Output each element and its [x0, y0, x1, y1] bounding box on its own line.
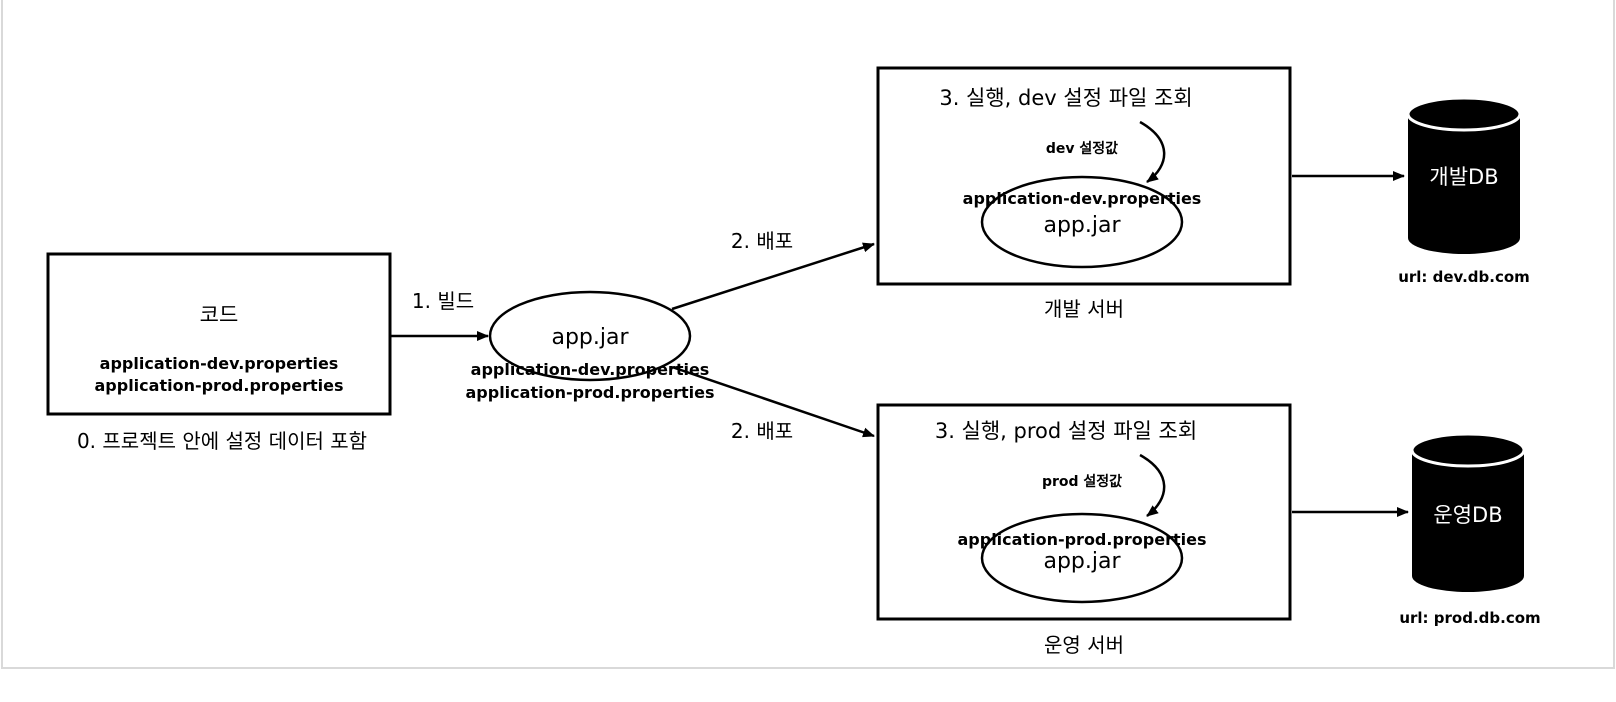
- prod-db: 운영DB: [1410, 432, 1526, 592]
- prod-db-top: [1410, 432, 1526, 468]
- dev-setting-arrow: [1139, 120, 1166, 184]
- dev-db: 개발DB: [1406, 96, 1522, 254]
- dev-properties-file: application-dev.properties: [963, 189, 1202, 208]
- dev-db-url: url: dev.db.com: [1398, 268, 1530, 286]
- dev-server: 3. 실행, dev 설정 파일 조회 dev 설정값 application-…: [876, 66, 1292, 286]
- prod-server: 3. 실행, prod 설정 파일 조회 prod 설정값 applicatio…: [876, 403, 1292, 621]
- artifact-ellipse: [488, 290, 692, 382]
- prod-setting-label: prod 설정값: [1042, 473, 1122, 490]
- code-box-file-prod: application-prod.properties: [94, 376, 343, 395]
- code-box-file-dev: application-dev.properties: [100, 354, 339, 373]
- dev-db-top: [1406, 96, 1522, 132]
- dev-setting-label: dev 설정값: [1046, 140, 1118, 157]
- deploy-arrow-dev: [671, 242, 875, 311]
- dev-server-caption: 개발 서버: [1044, 297, 1124, 321]
- prod-properties-file: application-prod.properties: [957, 530, 1206, 549]
- artifact-file-dev: application-dev.properties: [471, 360, 710, 379]
- deploy-label-dev: 2. 배포: [731, 229, 793, 253]
- build-arrow-label: 1. 빌드: [412, 289, 474, 313]
- artifact-name: app.jar: [551, 325, 629, 350]
- prod-server-heading: 3. 실행, prod 설정 파일 조회: [935, 419, 1197, 443]
- code-box-rect: [46, 252, 392, 416]
- prod-setting-arrow: [1139, 453, 1166, 517]
- code-box-title: 코드: [200, 303, 239, 327]
- dev-jar-ellipse: [980, 175, 1184, 269]
- dev-db-body: [1408, 114, 1520, 254]
- prod-db-url: url: prod.db.com: [1399, 609, 1540, 627]
- dev-db-name: 개발DB: [1429, 165, 1498, 189]
- artifact: app.jar application-dev.properties appli…: [465, 290, 715, 402]
- artifact-file-prod: application-prod.properties: [465, 383, 714, 402]
- dev-jar-label: app.jar: [1043, 213, 1121, 238]
- deploy-arrow-prod: [671, 365, 875, 438]
- prod-server-caption: 운영 서버: [1044, 633, 1124, 657]
- prod-db-body: [1412, 450, 1524, 592]
- prod-jar-label: app.jar: [1043, 549, 1121, 574]
- diagram-frame: [1, 0, 1615, 669]
- deploy-label-prod: 2. 배포: [731, 419, 793, 443]
- code-box: 코드 application-dev.properties applicatio…: [46, 252, 392, 416]
- prod-jar-ellipse: [980, 512, 1184, 604]
- dev-server-heading: 3. 실행, dev 설정 파일 조회: [939, 86, 1192, 110]
- code-box-caption: 0. 프로젝트 안에 설정 데이터 포함: [77, 429, 367, 453]
- prod-db-name: 운영DB: [1433, 503, 1502, 527]
